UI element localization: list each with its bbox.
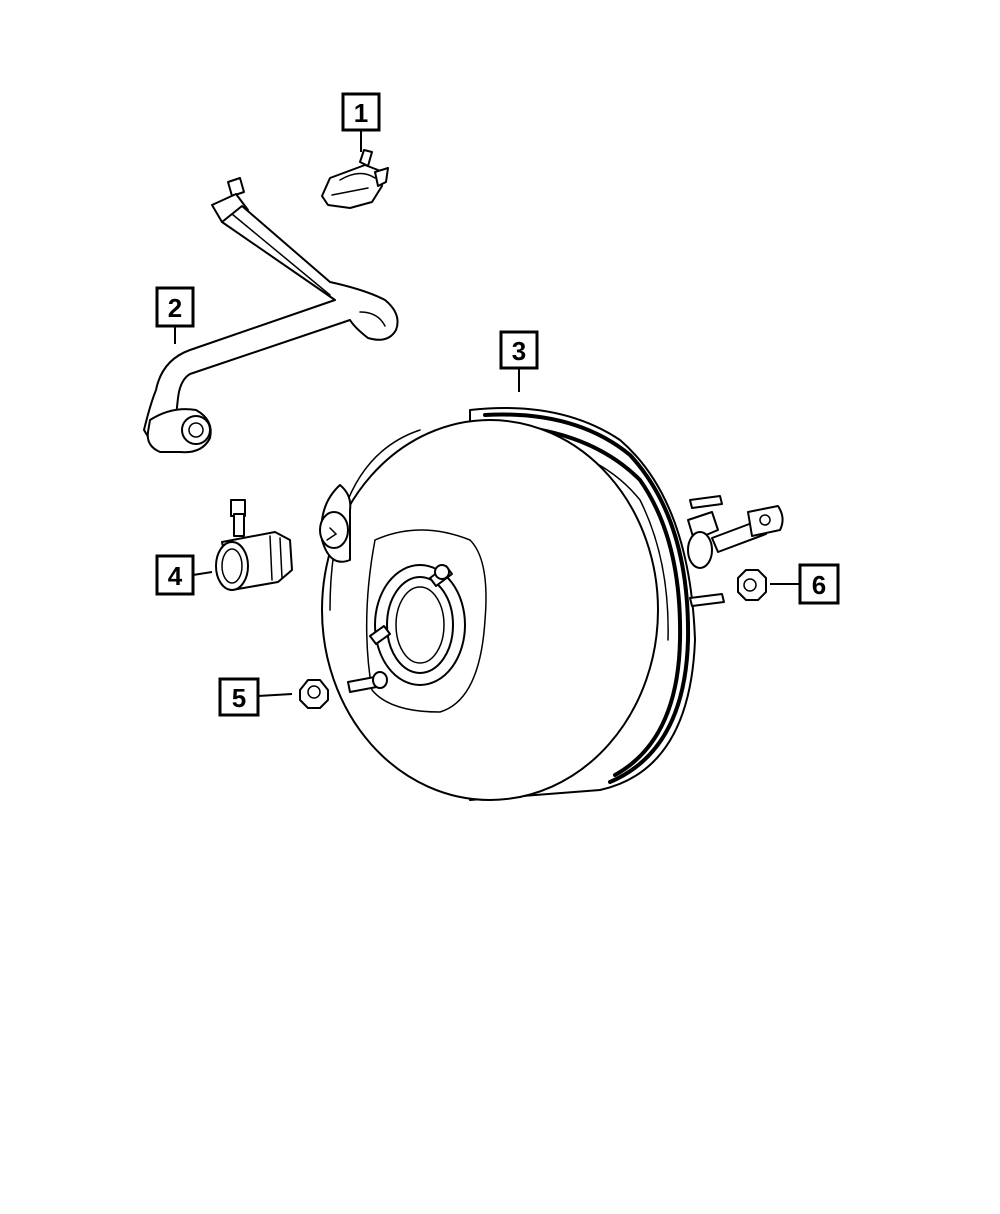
callout-3: 3 [499,330,539,370]
callout-6: 6 [798,563,840,605]
callout-number: 5 [232,683,246,713]
callout-number: 1 [354,98,368,128]
callout-number: 4 [168,561,183,591]
nut-part-6 [737,569,767,601]
callout-number: 3 [512,336,526,366]
callout-number: 6 [812,570,826,600]
nut-part-5 [299,679,329,709]
brake-booster-part-3 [319,407,784,801]
callout-2: 2 [155,286,195,328]
check-valve-part-4 [215,499,293,591]
hose-clip-part-1 [321,149,389,209]
callout-number: 2 [168,293,182,323]
leader-line-4 [192,571,213,576]
callout-1: 1 [341,92,381,132]
callout-5: 5 [218,677,260,717]
leader-line-5 [257,693,293,697]
vacuum-hose-part-2 [143,177,399,454]
callout-4: 4 [155,554,195,596]
